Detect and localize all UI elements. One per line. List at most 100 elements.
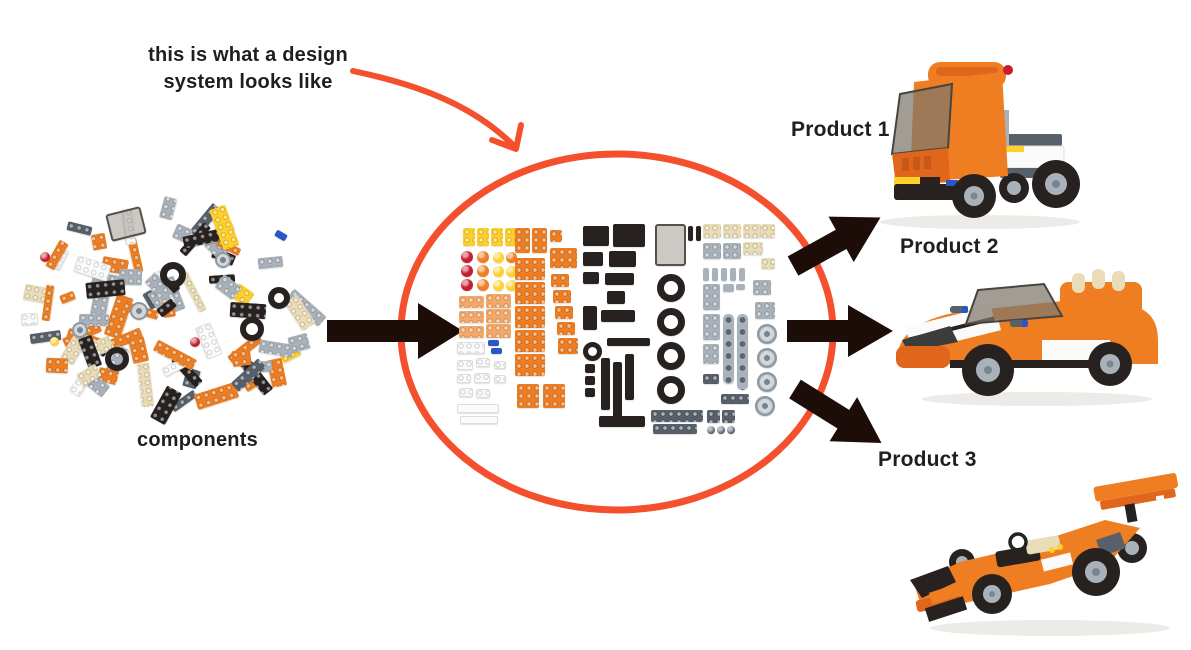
annotation-arrow	[350, 68, 524, 152]
lego-piece	[90, 232, 108, 251]
lego-piece	[460, 416, 498, 424]
lego-piece	[476, 389, 490, 398]
lego-piece	[757, 372, 777, 392]
annotation-line-1: this is what a design	[148, 44, 348, 66]
lego-piece	[583, 306, 597, 330]
lego-piece	[459, 296, 484, 308]
lego-piece	[688, 226, 693, 241]
lego-piece	[515, 330, 545, 352]
lego-piece	[585, 376, 595, 385]
lego-piece	[105, 347, 129, 371]
lego-piece	[40, 252, 50, 262]
lego-piece	[494, 375, 506, 383]
lego-piece	[703, 374, 719, 384]
lego-piece	[463, 228, 475, 246]
lego-piece	[755, 302, 775, 319]
lego-piece	[653, 424, 697, 434]
lego-piece	[50, 337, 59, 346]
product-3-image	[910, 473, 1179, 636]
lego-piece	[739, 268, 745, 281]
lego-piece	[703, 243, 721, 259]
lego-piece	[532, 228, 547, 253]
lego-piece	[274, 229, 288, 242]
lego-piece	[723, 224, 741, 238]
lego-piece	[601, 358, 610, 410]
lego-piece	[736, 284, 745, 290]
lego-piece	[137, 362, 155, 408]
lego-piece	[457, 360, 473, 370]
lego-piece	[160, 262, 186, 288]
lego-piece	[753, 280, 771, 295]
lego-piece	[761, 258, 775, 269]
lego-piece	[491, 348, 502, 354]
lego-piece	[105, 206, 147, 242]
lego-piece	[601, 310, 635, 322]
lego-piece	[583, 272, 599, 284]
lego-piece	[215, 252, 231, 268]
lego-piece	[477, 265, 489, 277]
design-system-kit-image	[455, 224, 777, 442]
lego-piece	[190, 337, 200, 347]
lego-piece	[477, 279, 489, 291]
lego-piece	[486, 324, 511, 338]
lego-piece	[657, 308, 685, 336]
lego-piece	[491, 228, 503, 246]
lego-piece	[457, 404, 499, 413]
lego-piece	[707, 426, 715, 434]
components-pile-image	[10, 192, 328, 426]
lego-piece	[607, 338, 650, 346]
lego-piece	[486, 294, 511, 308]
lego-piece	[550, 230, 562, 242]
lego-piece	[553, 290, 571, 303]
lego-piece	[550, 248, 577, 268]
lego-piece	[476, 358, 490, 367]
lego-piece	[459, 311, 484, 323]
lego-piece	[657, 342, 685, 370]
lego-piece	[515, 354, 545, 376]
lego-piece	[493, 266, 504, 277]
lego-piece	[585, 364, 595, 373]
lego-piece	[605, 273, 634, 285]
lego-piece	[703, 344, 719, 364]
lego-piece	[757, 348, 777, 368]
lego-piece	[459, 326, 484, 338]
lego-piece	[85, 278, 126, 299]
lego-piece	[459, 388, 473, 397]
lego-piece	[158, 196, 177, 221]
lego-piece	[551, 274, 569, 287]
lego-piece	[657, 274, 685, 302]
lego-piece	[721, 394, 749, 404]
lego-piece	[583, 252, 603, 266]
lego-piece	[717, 426, 725, 434]
lego-piece	[127, 336, 150, 365]
lego-piece	[703, 224, 721, 238]
lego-piece	[583, 226, 609, 246]
lego-piece	[257, 255, 285, 270]
lego-piece	[130, 302, 148, 320]
lego-piece	[707, 410, 720, 423]
lego-piece	[712, 268, 718, 281]
lego-piece	[703, 268, 709, 281]
lego-piece	[555, 306, 573, 319]
lego-piece	[506, 280, 517, 291]
lego-piece	[457, 342, 485, 354]
lego-piece	[696, 226, 701, 241]
lego-piece	[651, 410, 703, 422]
flow-arrow-system-to-product-2	[787, 305, 893, 357]
lego-piece	[703, 314, 720, 340]
product-3-label: Product 3	[878, 448, 977, 471]
annotation-text: this is what a design system looks like	[146, 42, 350, 96]
lego-piece	[493, 280, 504, 291]
lego-piece	[743, 224, 761, 238]
lego-piece	[657, 376, 685, 404]
lego-piece	[543, 384, 565, 408]
lego-piece	[287, 332, 311, 354]
lego-piece	[20, 311, 38, 325]
lego-piece	[583, 342, 602, 361]
lego-piece	[558, 338, 578, 354]
lego-piece	[515, 306, 545, 328]
lego-piece	[486, 309, 511, 323]
lego-piece	[607, 291, 625, 304]
lego-piece	[599, 416, 645, 427]
lego-piece	[477, 228, 489, 246]
